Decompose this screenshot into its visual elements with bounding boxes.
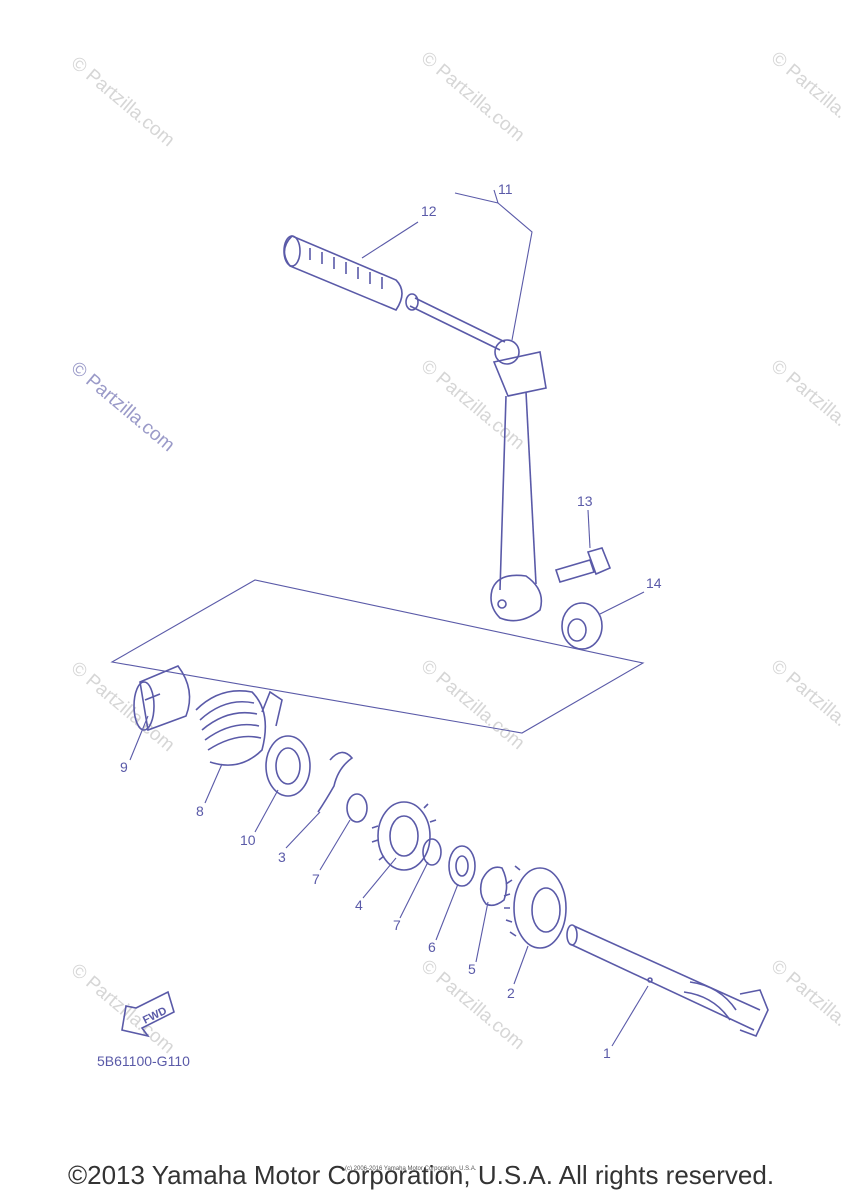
diagram-code: 5B61100-G110 (97, 1053, 190, 1069)
callout-6: 6 (428, 939, 436, 955)
callout-8: 8 (196, 803, 204, 819)
watermark-text: © Partzilla.com (67, 53, 179, 151)
watermark-text: © Partzilla.com (767, 356, 842, 454)
part-2-kick-gear (503, 865, 567, 949)
part-8-torsion-spring (195, 690, 283, 766)
copyright-footer: ©2013 Yamaha Motor Corporation, U.S.A. A… (67, 1160, 775, 1190)
small-copyright: (c) 2006-2016 Yamaha Motor Corporation, … (345, 1166, 477, 1172)
watermark-text: © Partzilla.com (67, 358, 179, 456)
part-7-circlip-lower (422, 838, 442, 866)
watermark-text: © Partzilla.com (417, 356, 529, 454)
callout-11: 11 (498, 181, 513, 197)
watermark-text: © Partzilla.com (767, 48, 842, 146)
callout-2: 2 (507, 985, 515, 1001)
part-6-washer (448, 845, 476, 887)
part-5-guide (479, 866, 508, 907)
leader-lines (129, 189, 649, 1047)
callout-10: 10 (240, 832, 256, 848)
watermark-layer: © Partzilla.com © Partzilla.com © Partzi… (67, 48, 842, 1058)
callout-9: 9 (120, 759, 128, 775)
watermark-text: © Partzilla.com (767, 956, 842, 1054)
watermark-text: © Partzilla.com (417, 656, 529, 754)
callout-3: 3 (278, 849, 286, 865)
part-10-washer (265, 735, 311, 797)
part-11-kick-crank (405, 293, 547, 622)
part-13-bolt (554, 547, 612, 583)
part-14-oil-seal (561, 602, 603, 650)
part-1-kick-axle (566, 924, 769, 1038)
assembly-bracket (110, 579, 645, 734)
part-3-spring-clip (317, 751, 354, 813)
watermark-text: © Partzilla.com (767, 656, 842, 754)
callout-13: 13 (577, 493, 593, 509)
callout-4: 4 (355, 897, 363, 913)
callout-7-lower: 7 (393, 917, 401, 933)
callout-12: 12 (421, 203, 437, 219)
callout-labels: 11 12 13 14 9 8 10 3 7 4 7 6 5 2 1 (120, 181, 662, 1061)
part-4-kick-ratchet (371, 801, 437, 871)
part-9-sleeve (133, 665, 191, 732)
watermark-text: © Partzilla.com (417, 48, 529, 146)
callout-14: 14 (646, 575, 662, 591)
callout-5: 5 (468, 961, 476, 977)
callout-7-upper: 7 (312, 871, 320, 887)
part-7-circlip-upper (346, 793, 368, 823)
part-12-grip (283, 235, 403, 311)
callout-1: 1 (603, 1045, 611, 1061)
